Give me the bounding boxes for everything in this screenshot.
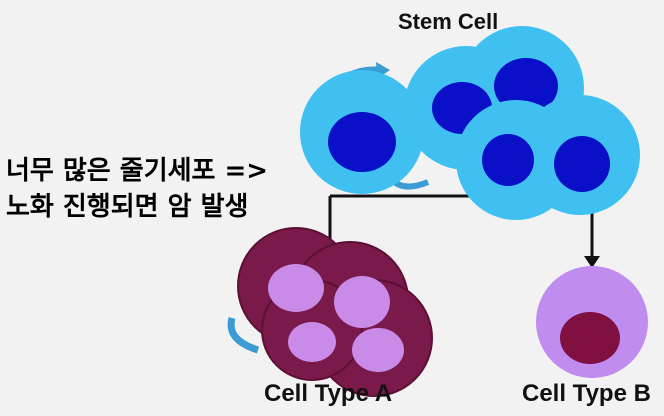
stem-nucleus-top-right: [494, 58, 558, 114]
type-a-nucleus-4: [352, 328, 404, 372]
cell-type-a-cluster: [237, 227, 433, 397]
stem-nucleus-bottom-right: [554, 136, 610, 192]
self-renewal-arrow-type-a: [227, 317, 260, 354]
type-a-nucleus-3: [288, 322, 336, 362]
arrow-to-type-b: [584, 256, 600, 268]
cell-type-b: [536, 266, 648, 378]
type-b-nucleus: [560, 312, 620, 364]
cell-type-a-label: Cell Type A: [264, 380, 393, 407]
cell-type-b-label: Cell Type B: [522, 380, 651, 407]
stem-cell-title: Stem Cell: [398, 9, 499, 34]
type-a-nucleus-2: [334, 276, 390, 328]
stem-nucleus-left: [328, 112, 396, 172]
type-a-nucleus-1: [268, 264, 324, 312]
caption-line-1: 너무 많은 줄기세포 =>: [6, 156, 269, 186]
stem-nucleus-bottom-left: [482, 134, 534, 186]
caption-line-2: 노화 진행되면 암 발생: [6, 192, 249, 222]
stem-cell-cluster: [300, 26, 640, 220]
